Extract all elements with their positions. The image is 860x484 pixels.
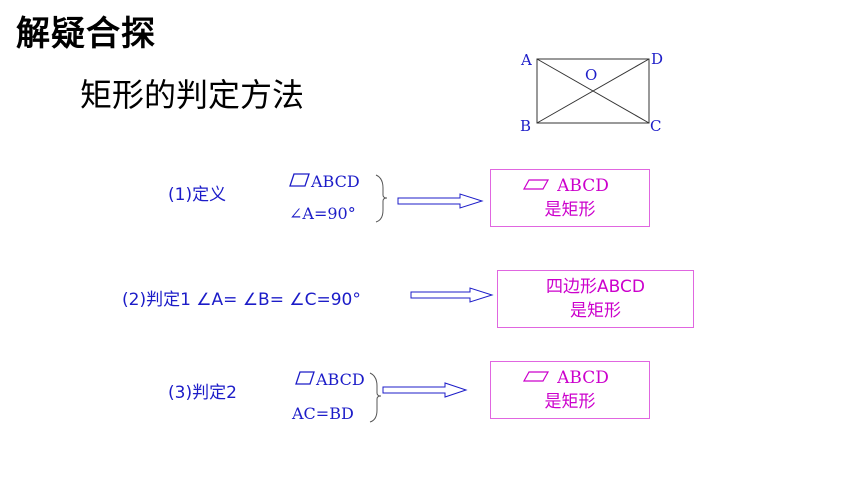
row3-label: (3)判定2 xyxy=(168,383,237,403)
row1-condition-angle: ∠A=90° xyxy=(289,204,356,223)
arrow-row3 xyxy=(382,382,468,398)
parallelogram-icon-row3-cond xyxy=(295,371,315,385)
arrow-row2 xyxy=(410,287,494,303)
row1-result-box: ABCD 是矩形 xyxy=(490,169,650,227)
parallelogram-icon-row1-result xyxy=(522,179,550,190)
row1-result-line1: ABCD xyxy=(557,176,609,196)
arrow-row1 xyxy=(397,193,484,209)
brace-row3 xyxy=(369,372,382,423)
row3-condition-diagonals: AC=BD xyxy=(292,404,354,423)
page-subtitle: 矩形的判定方法 xyxy=(80,76,305,114)
vertex-label-b: B xyxy=(520,117,532,135)
page-heading: 解疑合探 xyxy=(16,14,156,54)
row2-result-line1: 四边形ABCD xyxy=(546,277,645,297)
row2-result-box: 四边形ABCD 是矩形 xyxy=(497,270,694,328)
row3-condition-parallelogram: ABCD xyxy=(316,370,365,389)
brace-row1 xyxy=(375,174,388,223)
row2-result-line2: 是矩形 xyxy=(570,301,621,321)
parallelogram-icon-row3-result xyxy=(522,371,550,382)
row3-result-box: ABCD 是矩形 xyxy=(490,361,650,419)
rectangle-diagram xyxy=(536,58,650,124)
vertex-label-o: O xyxy=(585,66,598,84)
vertex-label-c: C xyxy=(650,117,662,135)
row1-condition-parallelogram: ABCD xyxy=(311,172,360,191)
row1-label: (1)定义 xyxy=(168,185,227,205)
diagonal-bd xyxy=(536,58,650,124)
row2-label: (2)判定1 ∠A= ∠B= ∠C=90° xyxy=(122,290,361,310)
row1-result-line2: 是矩形 xyxy=(544,200,596,220)
parallelogram-icon-row1-cond xyxy=(289,173,310,187)
rectangle-abcd-outline xyxy=(536,58,650,124)
vertex-label-d: D xyxy=(651,50,664,68)
vertex-label-a: A xyxy=(521,51,532,69)
row3-result-line2: 是矩形 xyxy=(544,392,596,412)
row3-result-line1: ABCD xyxy=(557,368,609,388)
